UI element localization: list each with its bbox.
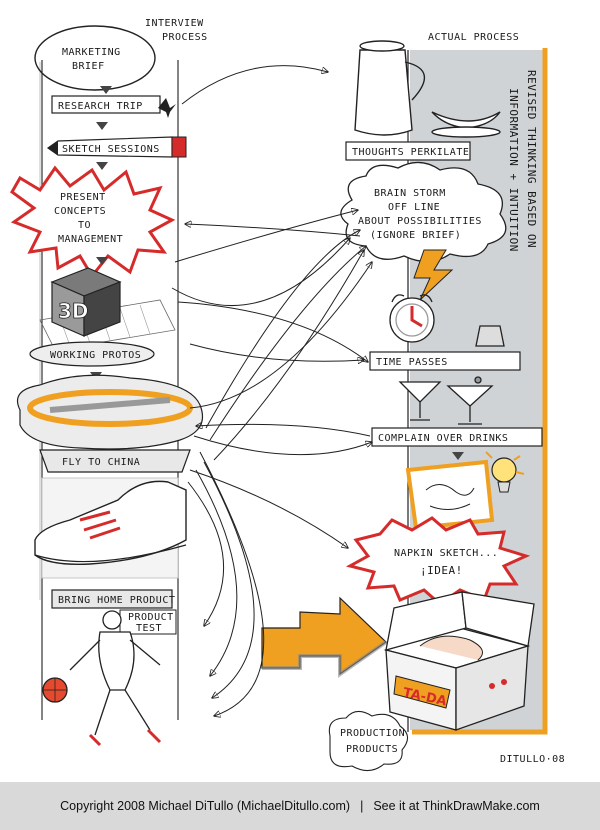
sneaker-sketch — [34, 477, 187, 579]
down-arrow — [100, 86, 112, 94]
marketing-brief-label-2: BRIEF — [72, 61, 105, 72]
research-trip-step: RESEARCH TRIP — [51, 95, 176, 118]
footer-bar: Copyright 2008 Michael DiTullo (MichaelD… — [0, 782, 600, 830]
fly-to-china-step: FLY TO CHINA — [16, 374, 204, 473]
lightbulb-icon — [491, 457, 517, 483]
napkin-idea-step: NAPKIN SKETCH... ¡IDEA! — [345, 516, 531, 606]
present-concepts-step: PRESENT CONCEPTS TO MANAGEMENT — [10, 165, 176, 279]
teapot-icon — [475, 325, 505, 347]
brainstorm-label-2: OFF LINE — [388, 202, 440, 213]
present-concepts-label-2: CONCEPTS — [54, 206, 106, 217]
shoe-box-sketch: TA-DA — [383, 591, 535, 731]
present-concepts-label-4: MANAGEMENT — [58, 234, 123, 245]
copyright-text: Copyright 2008 Michael DiTullo (MichaelD… — [60, 799, 351, 813]
martini-glass-icon — [446, 385, 494, 407]
idea-starburst — [345, 516, 531, 606]
working-protos-step: WORKING PROTOS — [29, 341, 155, 367]
orange-arrow-icon — [261, 596, 387, 676]
thoughts-percolate-step: THOUGHTS PERKILATE — [345, 141, 471, 161]
brainstorm-step: BRAIN STORM OFF LINE ABOUT POSSIBILITIES… — [340, 161, 507, 263]
fly-to-china-label: FLY TO CHINA — [62, 457, 140, 468]
3d-cube-step: 3D — [39, 267, 176, 351]
marketing-brief-step: MARKETING BRIEF — [34, 25, 156, 91]
brainstorm-label-3: ABOUT POSSIBILITIES — [358, 216, 482, 227]
connector-arrows — [171, 65, 372, 716]
production-label-1: PRODUCTION — [340, 728, 405, 739]
process-diagram-sketch: INTERVIEW PROCESS MARKETING BRIEF RESEAR… — [10, 18, 565, 772]
interview-heading-line2: PROCESS — [162, 32, 208, 43]
starburst-shape — [10, 165, 176, 279]
footer-separator: | — [360, 799, 364, 813]
bring-home-product-label: BRING HOME PRODUCT — [58, 595, 175, 606]
product-test-label-1: PRODUCT — [128, 612, 174, 623]
brainstorm-label-4: (IGNORE BRIEF) — [370, 230, 461, 241]
coffee-sketch — [354, 40, 501, 138]
basketball-player-sketch — [42, 610, 162, 747]
revised-thinking-line2: INFORMATION + INTUITION — [507, 88, 520, 252]
complain-step: COMPLAIN OVER DRINKS — [371, 427, 543, 447]
actual-process-label: ACTUAL PROCESS — [428, 32, 519, 43]
production-products-step: PRODUCTION PRODUCTS — [328, 710, 409, 772]
napkin-sketch-drawing — [405, 451, 525, 531]
working-protos-label: WORKING PROTOS — [50, 350, 141, 361]
interview-heading-line1: INTERVIEW — [145, 18, 204, 29]
martini-glass-icon — [398, 381, 442, 403]
napkin-icon — [405, 459, 495, 531]
cloud-shape — [16, 374, 204, 450]
alarm-clock-sketch — [389, 294, 505, 347]
production-label-2: PRODUCTS — [346, 744, 398, 755]
napkin-label-1: NAPKIN SKETCH... — [394, 548, 498, 559]
present-concepts-label-3: TO — [78, 220, 91, 231]
sketch-sessions-step: SKETCH SESSIONS — [46, 136, 187, 158]
coffee-cup-icon — [431, 111, 501, 129]
present-concepts-label-1: PRESENT — [60, 192, 106, 203]
down-arrow — [452, 452, 464, 460]
revised-thinking-line1: REVISED THINKING BASED ON — [525, 70, 538, 248]
bring-home-product-step: BRING HOME PRODUCT PRODUCT TEST — [51, 589, 177, 635]
thoughts-percolate-label: THOUGHTS PERKILATE — [352, 147, 469, 158]
lightning-icon — [413, 249, 454, 301]
marketing-brief-label-1: MARKETING — [62, 47, 121, 58]
napkin-label-2: ¡IDEA! — [420, 564, 463, 577]
player-head-icon — [102, 610, 122, 630]
down-arrow — [96, 257, 108, 265]
time-passes-step: TIME PASSES — [369, 351, 521, 371]
airplane-icon — [158, 98, 176, 118]
see-it-link[interactable]: See it at ThinkDrawMake.com — [373, 799, 540, 813]
complain-label: COMPLAIN OVER DRINKS — [378, 433, 508, 444]
down-arrow — [96, 122, 108, 130]
martini-glasses-sketch — [398, 376, 494, 425]
sketch-sessions-label: SKETCH SESSIONS — [62, 144, 160, 155]
down-arrow — [96, 162, 108, 170]
cube-label: 3D — [58, 299, 89, 323]
big-arrow — [261, 596, 388, 678]
coffee-pot-icon — [354, 49, 413, 136]
signature: DITULLO·08 — [500, 754, 565, 765]
brainstorm-label-1: BRAIN STORM — [374, 188, 446, 199]
time-passes-label: TIME PASSES — [376, 357, 448, 368]
interview-process-heading: INTERVIEW PROCESS — [145, 18, 208, 43]
product-test-label-2: TEST — [136, 623, 162, 634]
actual-process-heading: ACTUAL PROCESS — [428, 32, 519, 43]
research-trip-label: RESEARCH TRIP — [58, 101, 143, 112]
